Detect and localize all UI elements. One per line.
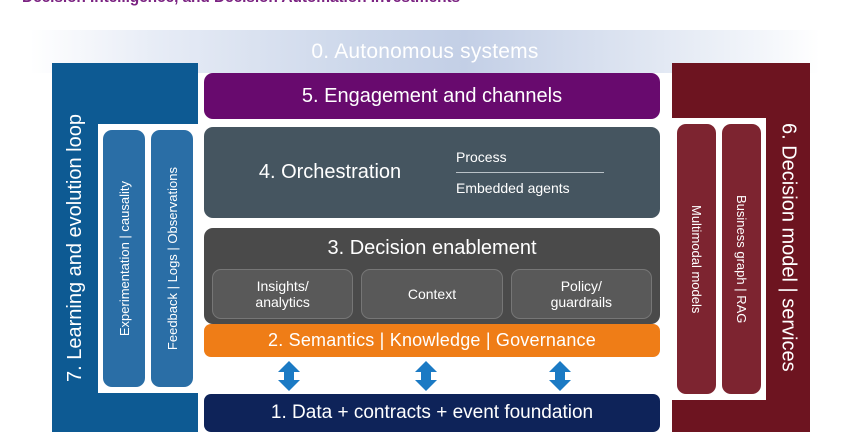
layer-orchestration-details: Process Embedded agents <box>456 149 660 196</box>
layer-engagement-and-channels: 5. Engagement and channels <box>204 73 660 119</box>
cell-context: Context <box>361 269 503 319</box>
double-arrow-icon <box>547 361 573 391</box>
layer-data-contracts-event-foundation-label: 1. Data + contracts + event foundation <box>270 402 594 423</box>
orchestration-embedded-agents-label: Embedded agents <box>456 180 570 196</box>
layer-decision-enablement-label: 3. Decision enablement <box>327 237 537 259</box>
panel-learning-evolution-loop-label-wrap: 7. Learning and evolution loop <box>52 63 98 432</box>
pill-business-graph-rag: Business graph | RAG <box>722 124 761 394</box>
pill-multimodal-models-label: Multimodal models <box>689 204 704 314</box>
panel-learning-evolution-loop: 7. Learning and evolution loop Experimen… <box>52 63 198 432</box>
cell-insights-analytics: Insights/analytics <box>212 269 354 319</box>
layer-data-contracts-event-foundation: 1. Data + contracts + event foundation <box>204 394 660 432</box>
panel-learning-evolution-loop-label: 7. Learning and evolution loop <box>63 113 86 382</box>
decision-enablement-cells: Insights/analytics Context Policy/guardr… <box>212 269 652 319</box>
slide-title: Decision Intelligence, and Decision Auto… <box>22 0 742 7</box>
panel-decision-model-services: 6. Decision model | services Multimodal … <box>672 63 810 432</box>
pill-business-graph-rag-label: Business graph | RAG <box>734 194 749 324</box>
panel-learning-evolution-loop-inner: Experimentation | causality Feedback | L… <box>98 124 198 393</box>
pill-experimentation-causality-label: Experimentation | causality <box>116 180 132 337</box>
pill-feedback-logs-observations-label: Feedback | Logs | Observations <box>164 166 180 351</box>
panel-decision-model-services-label: 6. Decision model | services <box>777 123 800 372</box>
layer-orchestration-label: 4. Orchestration <box>258 161 402 183</box>
pill-feedback-logs-observations: Feedback | Logs | Observations <box>151 130 193 387</box>
double-arrow-icon <box>413 361 439 391</box>
pill-multimodal-models: Multimodal models <box>677 124 716 394</box>
layer-semantics-knowledge-governance-label: 2. Semantics | Knowledge | Governance <box>268 330 596 350</box>
layer-engagement-and-channels-label: 5. Engagement and channels <box>301 84 563 107</box>
layer-decision-enablement: 3. Decision enablement Insights/analytic… <box>204 228 660 324</box>
orchestration-process-label: Process <box>456 149 507 165</box>
layer-semantics-knowledge-governance: 2. Semantics | Knowledge | Governance <box>204 324 660 357</box>
double-arrow-icon <box>276 361 302 391</box>
layer-autonomous-systems-label: 0. Autonomous systems <box>311 39 539 63</box>
cell-policy-guardrails: Policy/guardrails <box>510 269 652 319</box>
layer-orchestration: 4. Orchestration Process Embedded agents <box>204 127 660 218</box>
panel-decision-model-services-inner: Multimodal models Business graph | RAG <box>672 118 766 400</box>
orchestration-divider <box>456 172 604 173</box>
pill-experimentation-causality: Experimentation | causality <box>103 130 145 387</box>
panel-decision-model-services-label-wrap: 6. Decision model | services <box>766 63 810 432</box>
